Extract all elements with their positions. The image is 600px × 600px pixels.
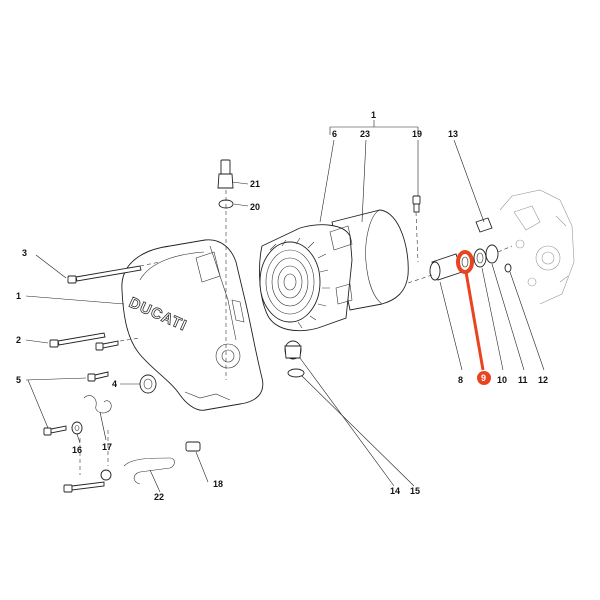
part-16-washer[interactable] bbox=[71, 421, 83, 435]
leader-lines bbox=[25, 120, 545, 493]
part-4-seal[interactable] bbox=[139, 374, 157, 394]
callout-14: 14 bbox=[390, 486, 400, 496]
part-bolt-bottom[interactable] bbox=[63, 469, 112, 493]
callout-18: 18 bbox=[213, 479, 223, 489]
callout-8: 8 bbox=[458, 375, 463, 385]
engine-casing bbox=[499, 189, 575, 305]
callout-20: 20 bbox=[250, 202, 260, 212]
callout-11: 11 bbox=[518, 375, 528, 385]
callout-4: 4 bbox=[112, 379, 117, 389]
callout-21: 21 bbox=[250, 179, 260, 189]
callout-6: 6 bbox=[332, 129, 337, 139]
axis-line bbox=[119, 261, 161, 342]
part-15-oring[interactable] bbox=[287, 368, 305, 378]
callout-15: 15 bbox=[410, 486, 420, 496]
leader-9-highlighted bbox=[464, 271, 485, 371]
axis-line bbox=[415, 211, 419, 263]
callout-9: 9 bbox=[481, 373, 486, 383]
clutch-cover[interactable] bbox=[121, 239, 264, 411]
callout-19: 19 bbox=[412, 129, 422, 139]
part-5-screw-c[interactable] bbox=[43, 425, 67, 436]
callout-13: 13 bbox=[448, 129, 458, 139]
part-17-clip[interactable] bbox=[83, 395, 112, 414]
axis-line bbox=[79, 430, 109, 475]
callout-23: 23 bbox=[360, 129, 370, 139]
part-5-screw-b[interactable] bbox=[87, 371, 109, 382]
part-19-screw[interactable] bbox=[412, 195, 421, 213]
part-14-plug[interactable] bbox=[284, 340, 302, 360]
callout-10: 10 bbox=[497, 375, 507, 385]
part-18-spacer[interactable] bbox=[185, 441, 201, 452]
callout-16: 16 bbox=[72, 445, 82, 455]
callout-1-left: 1 bbox=[16, 291, 21, 301]
callout-5: 5 bbox=[16, 375, 21, 385]
axis-line bbox=[497, 245, 513, 253]
part-11-circlip[interactable] bbox=[485, 244, 499, 264]
callout-17: 17 bbox=[102, 442, 112, 452]
part-5-screw-a[interactable] bbox=[95, 340, 119, 351]
part-2-bolt[interactable] bbox=[49, 332, 106, 348]
part-13-dowel[interactable] bbox=[475, 217, 493, 233]
callout-22: 22 bbox=[154, 492, 164, 502]
part-8-bushing[interactable] bbox=[429, 253, 463, 281]
part-22-wire-clip[interactable] bbox=[123, 457, 175, 485]
callout-3: 3 bbox=[22, 248, 27, 258]
callout-12: 12 bbox=[538, 375, 548, 385]
callout-2: 2 bbox=[16, 335, 21, 345]
part-9-seal-highlighted[interactable] bbox=[456, 250, 474, 274]
axis-line bbox=[407, 274, 433, 284]
part-12-oring[interactable] bbox=[504, 263, 512, 273]
callout-9-badge bbox=[477, 371, 491, 385]
part-10-washer[interactable] bbox=[473, 248, 487, 268]
callout-1: 1 bbox=[371, 110, 376, 120]
part-21-sensor[interactable] bbox=[217, 159, 234, 189]
cover-assembly[interactable] bbox=[259, 209, 409, 332]
part-3-bolt[interactable] bbox=[67, 265, 142, 284]
